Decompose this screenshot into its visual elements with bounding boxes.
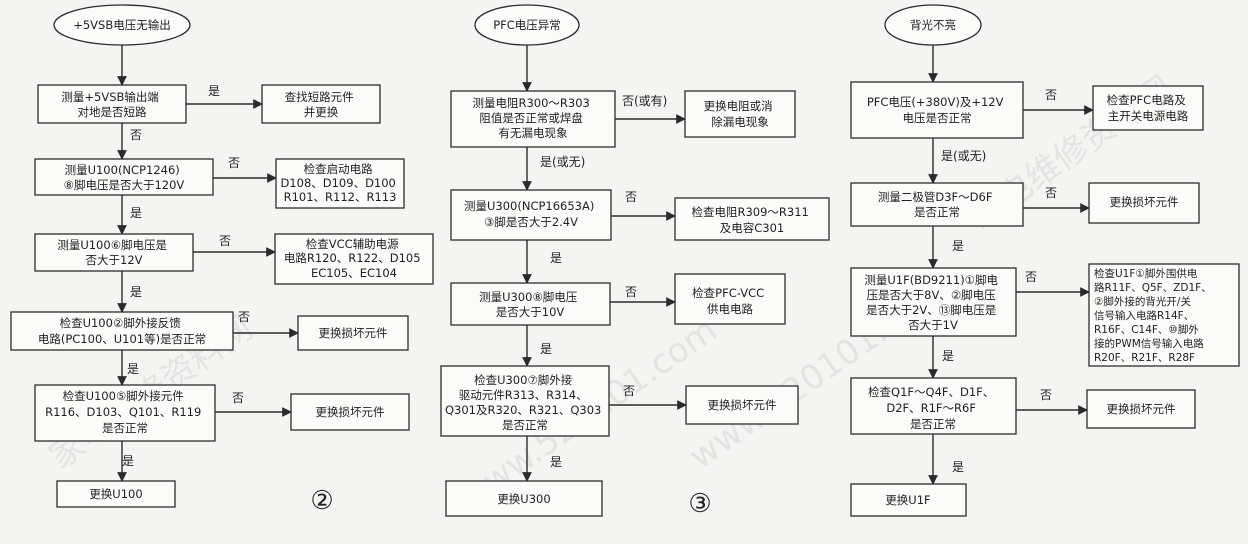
step-text: 测量电阻R300～R303 阻值是否正常或焊盘 有无漏电现象 [472,96,593,140]
step-text: 测量U300⑧脚电压 是否大于10V [479,290,581,319]
result-box [1088,263,1240,367]
result-box [261,84,381,124]
step-text: 检查Q1F～Q4F、D1F、 D2F、R1F～R6F 是否正常 [868,385,998,431]
step-box [850,182,1024,227]
result-box [275,158,405,209]
result-box [685,385,799,425]
step-text: 测量U100⑥脚电压是 否大于12V [57,238,170,267]
branch-label-no: 否 [623,384,635,398]
flowchart-5vsb: +5VSB电压无输出 测量+5VSB输出端 对地是否短路 是 查找短路元件 并更… [10,4,434,516]
start-label: +5VSB电压无输出 [73,18,171,32]
result-text: 更换损坏元件 [319,326,388,340]
branch-label-no: 否 [625,285,637,299]
branch-label-yes: 是 [952,239,964,253]
step-box [850,377,1017,435]
branch-label-yes: 是 [127,362,139,376]
result-text: 更换损坏元件 [708,398,777,412]
step-box [850,81,1024,139]
result-box [1092,85,1204,131]
step-box [450,282,611,326]
end-box [445,480,603,517]
flowchart-backlight: 背光不亮 PFC电压(+380V)及+12V 电压是否正常 否 检查PFC电路及… [850,4,1240,517]
step-text: 测量U100(NCP1246) ⑧脚电压是否大于120V [64,163,185,192]
step-box [850,267,1017,337]
branch-label-no: 否 [1040,388,1052,402]
branch-label-no: 否 [1025,270,1037,284]
branch-label-no: 否 [130,128,142,142]
step-box [34,233,194,272]
branch-label-no: 否 [228,156,240,170]
step-text: 测量U300(NCP16653A) ③脚是否大于2.4V [464,199,598,229]
branch-label-yes: 是(或无) [941,149,986,163]
step-text: 测量二极管D3F～D6F 是否正常 [878,190,996,219]
branch-label-no: 否 [625,190,637,204]
result-box [297,315,409,351]
branch-label-no: 否 [232,391,244,405]
step-box [10,311,234,351]
branch-label-no: 否 [1045,186,1057,200]
branch-label-no: 否 [1045,88,1057,102]
branch-label-yes: 是 [208,84,220,98]
end-text: 更换U100 [89,487,142,501]
end-box [850,483,967,517]
result-text: 查找短路元件 并更换 [285,90,358,119]
branch-label-no: 否(或有) [622,94,667,108]
step-text: 检查U100②脚外接反馈 电路(PC100、U101等)是否正常 [38,316,206,346]
branch-label-yes: 是 [130,285,142,299]
start-label: PFC电压异常 [493,18,561,32]
result-text: 检查电阻R309～R311 及电容C301 [691,205,812,235]
result-text: 检查PFC电路及 主开关电源电路 [1107,93,1190,123]
branch-label-yes: 是 [550,251,562,265]
step-box [440,365,610,437]
result-box [674,197,830,241]
result-text: 检查PFC-VCC 供电电路 [692,286,768,316]
branch-label-no: 否 [219,234,231,248]
branch-label-no: 否 [238,310,250,324]
step-text: 测量U1F(BD9211)①脚电 压是否大于8V、②脚电压 是否大于2V、⑬脚电… [864,273,1001,332]
step-box [450,189,612,241]
branch-label-yes: 是 [540,342,552,356]
result-box [1086,389,1196,429]
result-box [274,233,434,285]
end-box [56,480,176,508]
figure-number: ② [310,486,333,516]
step-text: 测量+5VSB输出端 对地是否短路 [61,90,162,119]
result-text: 更换损坏元件 [316,405,385,419]
end-text: 更换U300 [497,492,550,506]
step-text: 检查U100⑤脚外接元件 R116、D103、Q101、R119 是否正常 [45,389,205,435]
result-text: 更换电阻或消 除漏电现象 [704,99,777,129]
branch-label-yes: 是 [550,455,562,469]
step-text: 检查U300⑦脚外接 驱动元件R313、R314、 Q301及R320、R321… [445,373,605,432]
figure-number: ③ [688,489,711,519]
step-box [37,84,187,124]
result-box [290,393,410,431]
branch-label-yes: 是 [942,349,954,363]
result-text: 更换损坏元件 [1107,402,1176,416]
branch-label-yes: 是 [122,454,134,468]
flowchart-pfc: PFC电压异常 测量电阻R300～R303 阻值是否正常或焊盘 有无漏电现象 否… [440,4,830,519]
start-label: 背光不亮 [910,18,956,32]
step-text: PFC电压(+380V)及+12V 电压是否正常 [867,95,1007,125]
step-box [34,384,216,442]
result-box [674,273,786,325]
step-box [34,158,214,196]
result-text: 更换损坏元件 [1110,195,1179,209]
result-box [684,90,796,138]
result-text: 检查启动电路 D108、D109、D100 R101、R112、R113 [280,162,399,204]
branch-label-yes: 是 [952,460,964,474]
result-text: 检查VCC辅助电源 电路R120、R122、D105 EC105、EC104 [284,237,424,280]
branch-label-yes: 是 [130,206,142,220]
result-text: 检查U1F①脚外围供电 路R11F、Q5F、ZD1F、 ②脚外接的背光开/关 信… [1094,267,1215,364]
branch-label-yes: 是(或无) [540,155,585,169]
end-text: 更换U1F [885,493,930,507]
result-box [1088,182,1200,224]
